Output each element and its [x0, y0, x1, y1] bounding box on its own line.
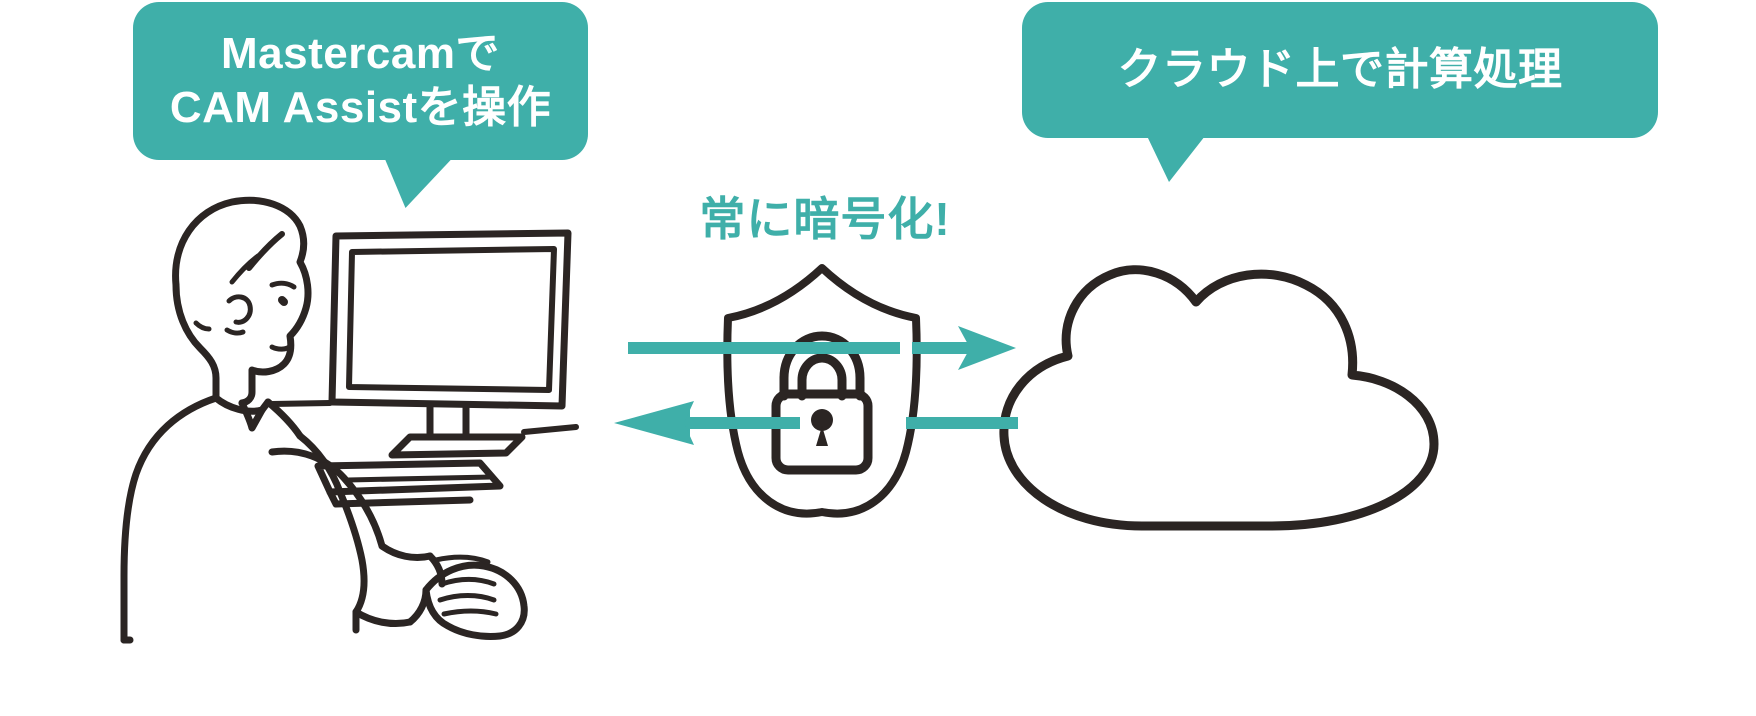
speech-bubble-right-line1: クラウド上で計算処理 — [1117, 45, 1563, 95]
desk-edge — [269, 400, 333, 407]
shield-with-padlock — [723, 264, 921, 518]
desktop-monitor — [328, 229, 579, 459]
speech-bubble-left: Mastercamで CAM Assistを操作 — [133, 2, 588, 160]
arrow-right-to-cloud — [628, 326, 1016, 370]
cloud — [999, 265, 1439, 531]
speech-bubble-left-line1: Mastercamで — [221, 29, 500, 79]
speech-bubble-left-line2: CAM Assistを操作 — [169, 83, 552, 132]
padlock — [771, 331, 873, 475]
keyboard — [314, 459, 504, 508]
arrow-left-to-computer — [614, 401, 1018, 445]
speech-bubble-right-tail — [1147, 136, 1205, 182]
keyhole-icon — [811, 409, 833, 446]
speech-bubble-right: クラウド上で計算処理 — [1022, 2, 1658, 138]
encryption-caption: 常に暗号化! — [699, 193, 951, 245]
speech-bubble-left-tail — [377, 158, 453, 208]
speech-bubble-left-text: Mastercamで CAM Assistを操作 — [170, 27, 551, 134]
person-at-computer — [120, 196, 528, 644]
